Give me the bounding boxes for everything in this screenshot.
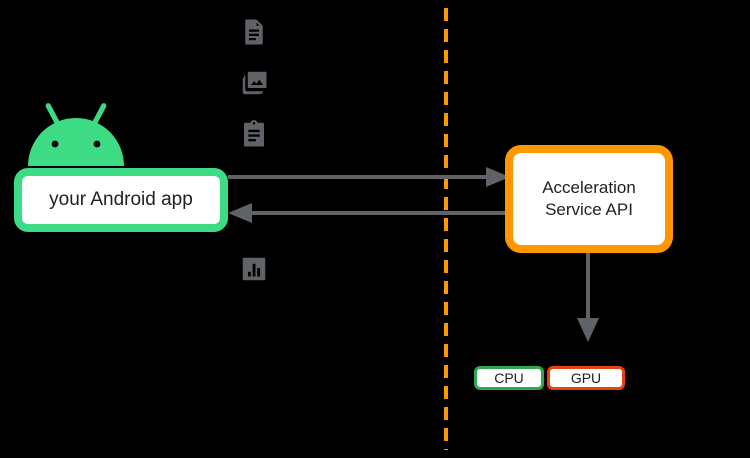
device-service-boundary [444,8,448,450]
android-robot-icon [22,96,130,174]
node-label-cpu: CPU [494,370,524,386]
bar-chart-icon [239,254,269,284]
arrow-api-to-accelerators [577,252,599,342]
photo-library-icon [239,68,269,98]
node-your-android-app[interactable]: your Android app [14,168,228,232]
node-label-api: Acceleration Service API [542,178,636,219]
node-gpu[interactable]: GPU [547,366,625,390]
arrow-app-to-api [228,167,510,187]
document-icon [239,17,269,47]
node-cpu[interactable]: CPU [474,366,544,390]
node-label-gpu: GPU [570,370,602,386]
arrow-api-to-app [228,203,510,223]
clipboard-icon [239,119,269,149]
node-acceleration-service-api[interactable]: Acceleration Service API [505,145,673,253]
node-label-app: your Android app [49,189,193,210]
